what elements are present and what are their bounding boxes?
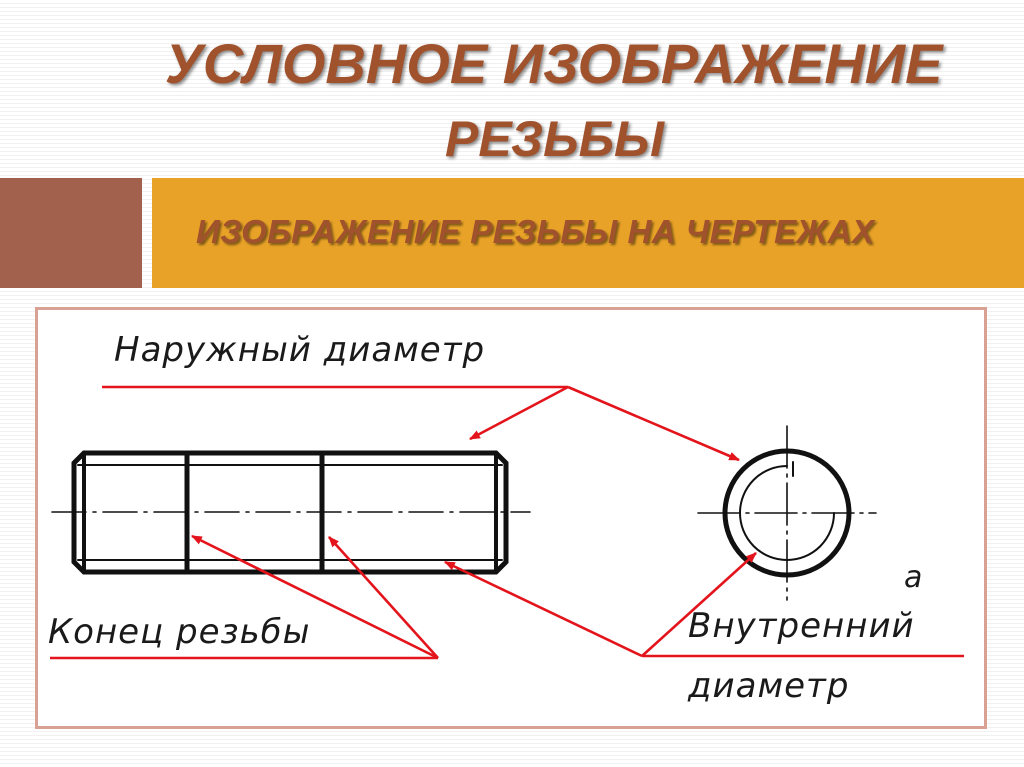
inner-diameter-arrow-to-bolt [444, 560, 643, 658]
slide-title-line1: УСЛОВНОЕ ИЗОБРАЖЕНИЕ [165, 32, 943, 95]
inner-diameter-label-line1: Внутренний [688, 606, 915, 646]
subtitle-banner: ИЗОБРАЖЕНИЕ РЕЗЬБЫ НА ЧЕРТЕЖАХ [152, 178, 1024, 288]
bolt-side-view [51, 450, 531, 575]
outer-diameter-arrow-to-circle [567, 385, 741, 462]
bolt-end-view [697, 425, 877, 601]
inner-diameter-arrow-to-circle [641, 552, 757, 657]
accent-square [0, 178, 142, 288]
thread-drawing [50, 385, 964, 660]
thread-drawing-figure: Наружный диаметр Конец резьбы Внутренний… [35, 307, 987, 729]
thread-end-label: Конец резьбы [48, 612, 311, 652]
inner-diameter-arc [739, 465, 835, 561]
outer-diameter-label: Наружный диаметр [114, 330, 486, 370]
subtitle-text: ИЗОБРАЖЕНИЕ РЕЗЬБЫ НА ЧЕРТЕЖАХ [196, 213, 875, 250]
outer-diameter-arrow-to-bolt [469, 385, 569, 441]
thread-end-arrow-2 [328, 536, 439, 659]
inner-diameter-label-line2: диаметр [688, 666, 850, 706]
leader-lines [50, 385, 964, 660]
slide-title-line2: РЕЗЬБЫ [445, 111, 664, 167]
view-letter-label: а [904, 560, 924, 595]
thread-end-arrow-1 [191, 534, 439, 660]
